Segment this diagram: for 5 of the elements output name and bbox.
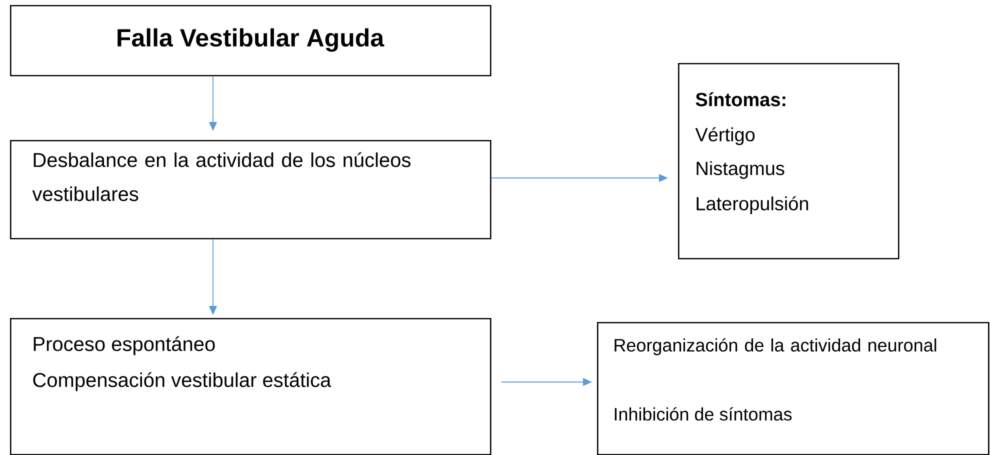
process-box: Reorganización de la actividad neuronal Inhibición de síntomas [597, 322, 990, 455]
process-box: Proceso espontáneo Compensación vestibular estática [10, 318, 492, 455]
process-box: Desbalance en la actividad de los núcleos vestibulares [10, 140, 492, 240]
process-box: Falla Vestibular Aguda [10, 5, 492, 76]
process-box: Síntomas: Vértigo Nistagmus Lateropulsión [678, 63, 900, 260]
